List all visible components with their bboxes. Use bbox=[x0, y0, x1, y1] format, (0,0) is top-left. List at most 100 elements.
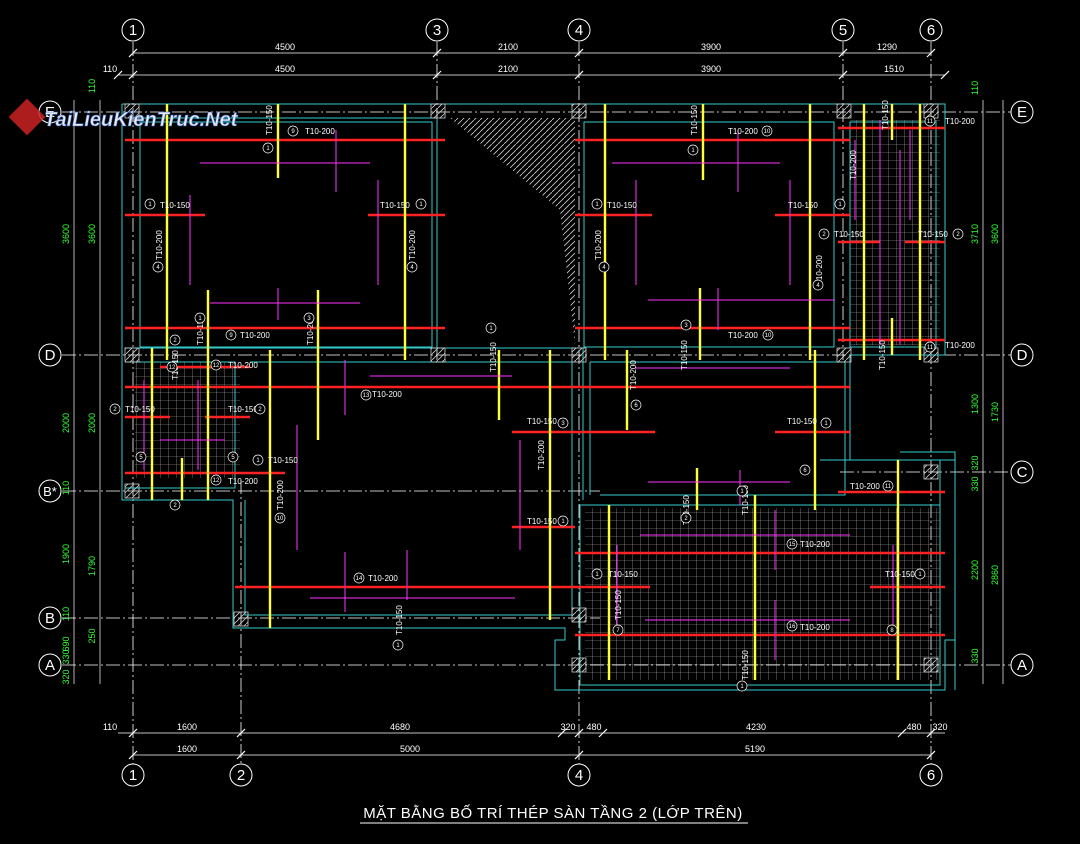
rebar-label: T10-200 bbox=[800, 540, 830, 549]
rebar-label: T10-150 bbox=[395, 605, 404, 635]
rebar-mark: 1 bbox=[419, 202, 423, 208]
rebar-label: T10-200 bbox=[945, 341, 975, 350]
drawing-title-group: MẶT BẰNG BỐ TRÍ THÉP SÀN TẦNG 2 (LỚP TRÊ… bbox=[360, 804, 748, 824]
rebar-label: T10-200 bbox=[629, 360, 638, 390]
rebar-label: T10-200 bbox=[228, 361, 258, 370]
grid-label: A bbox=[45, 657, 55, 674]
dim-text: 110 bbox=[87, 79, 97, 93]
rebar-label: T10-150 bbox=[741, 485, 750, 515]
dim-text: 320 bbox=[560, 722, 575, 732]
dim-text: 1600 bbox=[177, 744, 197, 754]
rebar-label: T10-200 bbox=[228, 477, 258, 486]
rebar-label: T10-150 bbox=[878, 340, 887, 370]
grid-label: 4 bbox=[575, 767, 583, 784]
rebar-mark: 2 bbox=[258, 407, 262, 413]
dims-right: 110 3710 1300 320 330 2200 330 3600 1730… bbox=[970, 81, 1000, 664]
dim-text: 2000 bbox=[61, 413, 71, 433]
rebar-label: T10-200 bbox=[728, 127, 758, 136]
rebar-mark: 10 bbox=[765, 333, 772, 339]
rebar-mark: 11 bbox=[885, 484, 892, 490]
rebar-label: T10-200 bbox=[408, 230, 417, 260]
logo-icon bbox=[8, 98, 46, 136]
rebar-label: T10-200 bbox=[537, 440, 546, 470]
rebar-mark: 1 bbox=[148, 202, 152, 208]
rebar-mark: 9 bbox=[229, 333, 233, 339]
rebar-mark: 14 bbox=[356, 576, 363, 582]
rebar-mark: 1 bbox=[918, 572, 922, 578]
dim-text: 3600 bbox=[61, 224, 71, 244]
dim-text: 1510 bbox=[884, 64, 904, 74]
dim-text: 250 bbox=[87, 628, 97, 643]
dim-text: 330 bbox=[970, 648, 980, 663]
grid-bubbles bbox=[38, 18, 1034, 787]
rebar-mark: 4 bbox=[410, 265, 414, 271]
dim-text: 3900 bbox=[701, 64, 721, 74]
dim-text: 5000 bbox=[400, 744, 420, 754]
rebar-label: T10-150 bbox=[527, 417, 557, 426]
rebar-mark: 12 bbox=[213, 478, 220, 484]
watermark: TaiLieuKienTruc.Net bbox=[8, 98, 239, 136]
dim-text: 1600 bbox=[177, 722, 197, 732]
rebar-mark: 6 bbox=[803, 468, 807, 474]
dim-text: 330 bbox=[970, 476, 980, 491]
drawing-title: MẶT BẰNG BỐ TRÍ THÉP SÀN TẦNG 2 (LỚP TRÊ… bbox=[363, 804, 743, 822]
rebar-label: T10-150 bbox=[265, 105, 274, 135]
grid-label: 6 bbox=[927, 767, 935, 784]
grid-labels-left: E D B* B A bbox=[43, 104, 57, 674]
dims-bottom: 110 1600 4680 320 480 4230 480 320 1600 … bbox=[103, 722, 948, 754]
dim-text: 330 bbox=[61, 649, 71, 664]
rebar-label: T10-200 bbox=[594, 230, 603, 260]
grid-label: D bbox=[1017, 347, 1028, 364]
rebar-mark: 1 bbox=[489, 326, 493, 332]
dim-text: 3710 bbox=[970, 224, 980, 244]
rebar-mark: 10 bbox=[764, 129, 771, 135]
rebar-mark: 1 bbox=[595, 202, 599, 208]
rebar-mark: 4 bbox=[602, 265, 606, 271]
rebar-label: T10-150 bbox=[787, 417, 817, 426]
rebar-label: T10-200 bbox=[240, 331, 270, 340]
rebar-mark: 3 bbox=[561, 421, 565, 427]
rebar-mark: 4 bbox=[156, 265, 160, 271]
rebar-mark: 8 bbox=[890, 628, 894, 634]
rebar-label: T10-150 bbox=[680, 340, 689, 370]
grid-labels-bottom: 1 2 4 6 bbox=[129, 767, 935, 784]
dim-text: 4680 bbox=[390, 722, 410, 732]
rebar-mark: 1 bbox=[740, 684, 744, 690]
dim-text: 2000 bbox=[87, 413, 97, 433]
rebar-mark: 6 bbox=[634, 403, 638, 409]
rebar-mark: 15 bbox=[789, 542, 796, 548]
rebar-mark: 4 bbox=[816, 283, 820, 289]
rebar-label: T10-150 bbox=[380, 201, 410, 210]
rebar-label: T10-150 bbox=[834, 230, 864, 239]
dim-text: 320 bbox=[970, 455, 980, 470]
rebar-label: T10-200 bbox=[800, 623, 830, 632]
rebar-mark: 2 bbox=[173, 338, 177, 344]
grid-label: B bbox=[45, 610, 55, 627]
rebar-mark: 12 bbox=[169, 365, 176, 371]
dim-text: 5190 bbox=[745, 744, 765, 754]
grid-label: 5 bbox=[839, 22, 847, 39]
rebar-label: T10-150 bbox=[788, 201, 818, 210]
dim-text: 2200 bbox=[970, 560, 980, 580]
dim-text: 110 bbox=[61, 481, 71, 495]
dim-text: 1290 bbox=[877, 42, 897, 52]
grid-label: 6 bbox=[927, 22, 935, 39]
grid-labels-right: E D C A bbox=[1017, 104, 1028, 674]
rebar-mark: 13 bbox=[363, 393, 370, 399]
grid-label: 2 bbox=[237, 767, 245, 784]
dim-text: 480 bbox=[586, 722, 601, 732]
dim-text: 320 bbox=[61, 669, 71, 684]
rebar-label: T10-150 bbox=[489, 342, 498, 372]
dim-text: 4500 bbox=[275, 64, 295, 74]
rebar-mark: 10 bbox=[277, 516, 284, 522]
rebar-label: T10-150 bbox=[682, 495, 691, 525]
rebar-mark: 1 bbox=[824, 421, 828, 427]
rebar-mark: 1 bbox=[561, 519, 565, 525]
rebar-label: T10-150 bbox=[196, 315, 205, 345]
dim-text: 1730 bbox=[990, 402, 1000, 422]
rebar-mark: 5 bbox=[231, 455, 235, 461]
dim-text: 110 bbox=[970, 81, 980, 95]
rebar-mark: 3 bbox=[684, 323, 688, 329]
rebar-label: T10-150 bbox=[607, 201, 637, 210]
